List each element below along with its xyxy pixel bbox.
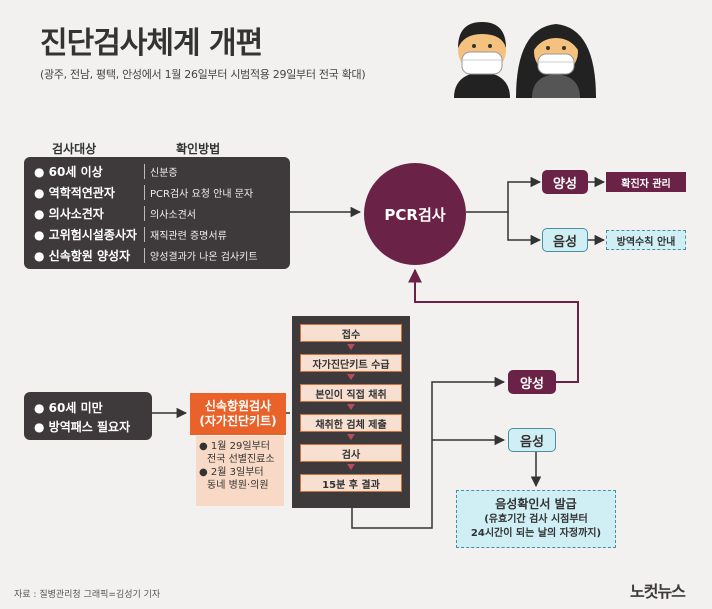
method-label: 양성결과가 나온 검사키트 [144, 248, 258, 263]
pcr-targets-box: ● 60세 이상 신분증 ● 역학적연관자 PCR검사 요청 안내 문자 ● 의… [24, 157, 290, 269]
method-label: 재직관련 증명서류 [144, 227, 227, 242]
rapid-test-places-box: ● 1월 29일부터 전국 선별진료소 ● 2월 3일부터 동네 병원·의원 [196, 436, 284, 506]
pcr-negative-node: 음성 [542, 228, 588, 252]
place-line: 전국 선별진료소 [207, 454, 275, 465]
step-arrow-icon [347, 434, 355, 440]
method-header: 확인방법 [176, 142, 221, 156]
pcr-target-row: ● 60세 이상 신분증 [24, 161, 290, 182]
method-label: 의사소견서 [144, 206, 196, 221]
target-label: ● 역학적연관자 [34, 186, 115, 200]
step-box: 채취한 검체 제출 [300, 414, 402, 432]
target-label: ● 고위험시설종사자 [34, 228, 137, 242]
confirmed-case-management-box: 확진자 관리 [606, 172, 686, 192]
pcr-target-row: ● 신속항원 양성자 양성결과가 나온 검사키트 [24, 245, 290, 266]
rapid-targets-box: ● 60세 미만 ● 방역패스 필요자 [24, 392, 152, 440]
publisher-logo: 노컷뉴스 [630, 582, 686, 601]
rapid-positive-node: 양성 [508, 370, 556, 394]
rapid-test-title: 신속항원검사 [204, 399, 272, 413]
pcr-positive-node: 양성 [542, 170, 588, 194]
place-line: ● 1월 29일부터 [199, 441, 270, 452]
pcr-target-row: ● 역학적연관자 PCR검사 요청 안내 문자 [24, 182, 290, 203]
target-label: ● 신속항원 양성자 [34, 249, 131, 263]
quarantine-guidance-box: 방역수칙 안내 [606, 230, 686, 250]
certificate-line: 24시간이 되는 날의 자정까지) [470, 528, 602, 539]
page-subtitle: (광주, 전남, 평택, 안성에서 1월 26일부터 시범적용 29일부터 전국… [40, 68, 366, 81]
certificate-line: (유효기간 검사 시점부터 [484, 514, 588, 525]
method-label: PCR검사 요청 안내 문자 [144, 185, 253, 200]
certificate-title: 음성확인서 발급 [495, 497, 577, 511]
rapid-antigen-test-box: 신속항원검사 (자가진단키트) [190, 393, 286, 435]
place-line: ● 2월 3일부터 [199, 467, 264, 478]
negative-certificate-box: 음성확인서 발급 (유효기간 검사 시점부터 24시간이 되는 날의 자정까지) [456, 490, 616, 548]
rapid-target-label: ● 60세 미만 [34, 401, 103, 415]
pcr-test-node: PCR검사 [364, 163, 466, 265]
target-label: ● 의사소견자 [34, 207, 104, 221]
masked-woman-icon [516, 24, 596, 98]
masked-people-illustration [454, 22, 596, 98]
step-arrow-icon [347, 404, 355, 410]
method-label: 신분증 [144, 164, 178, 179]
masked-man-icon [454, 22, 510, 98]
step-arrow-icon [347, 374, 355, 380]
target-label: ● 60세 이상 [34, 165, 103, 179]
step-box: 본인이 직접 채취 [300, 384, 402, 402]
step-box: 자가진단키트 수급 [300, 354, 402, 372]
page-title: 진단검사체계 개편 [40, 26, 263, 61]
rapid-negative-node: 음성 [508, 428, 556, 452]
rapid-test-subtitle: (자가진단키트) [199, 414, 277, 428]
rapid-test-steps: 접수 자가진단키트 수급 본인이 직접 채취 채취한 검체 제출 검사 15분 … [292, 316, 410, 508]
source-credit: 자료 : 질병관리청 그래픽=김성기 기자 [14, 590, 161, 600]
step-arrow-icon [347, 344, 355, 350]
step-box: 검사 [300, 444, 402, 462]
pcr-target-row: ● 고위험시설종사자 재직관련 증명서류 [24, 224, 290, 245]
step-box: 접수 [300, 324, 402, 342]
place-line: 동네 병원·의원 [207, 480, 269, 491]
target-header: 검사대상 [52, 142, 97, 156]
rapid-target-label: ● 방역패스 필요자 [34, 420, 131, 434]
pcr-target-row: ● 의사소견자 의사소견서 [24, 203, 290, 224]
step-box: 15분 후 결과 [300, 474, 402, 492]
step-arrow-icon [347, 464, 355, 470]
